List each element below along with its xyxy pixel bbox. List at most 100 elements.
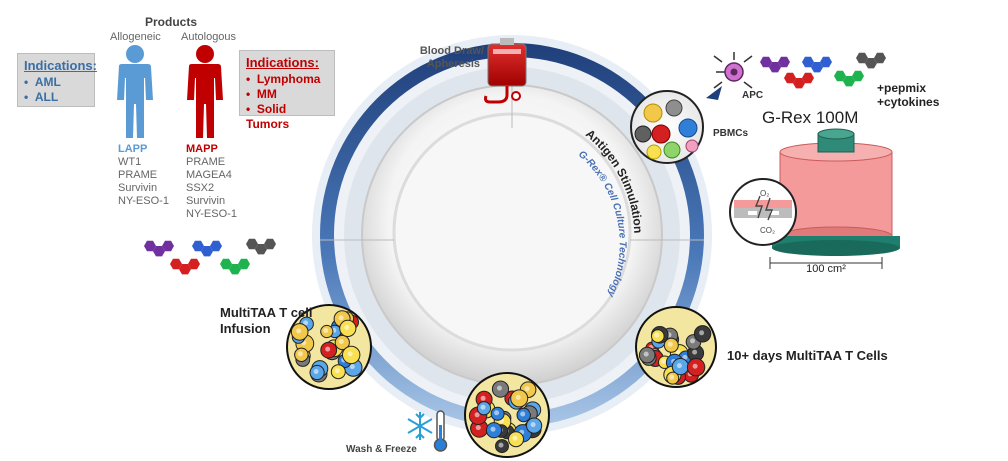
t-cell-nucleus (661, 358, 667, 364)
peptide-hexagon (820, 56, 832, 68)
autologous-label: Autologous (181, 31, 237, 43)
mapp-indication: Solid Tumors (246, 102, 328, 132)
cytokines-label: +cytokines (877, 95, 940, 109)
grex-device (769, 128, 900, 269)
lapp-antigen: PRAME (118, 169, 158, 181)
culture-cycle: Antigen Stimulation G-Rex® Cell Culture … (312, 35, 712, 435)
co2-label: CO₂ (760, 226, 775, 235)
mapp-antigen: MAGEA4 (186, 169, 232, 181)
tcell-bubble-right (635, 306, 717, 388)
t-cell-nucleus (498, 442, 504, 448)
peptide-hexagon (192, 240, 204, 252)
mapp-indication: Lymphoma (246, 72, 328, 87)
peptide-chain-right (760, 52, 886, 89)
peptide-hexagon (811, 62, 823, 73)
t-cell-nucleus (699, 330, 705, 336)
peptide-hexagon (264, 238, 276, 250)
apc-label: APC (742, 90, 763, 101)
lapp-indications-title: Indications: (24, 58, 97, 73)
t-cell-nucleus (676, 363, 682, 369)
peptide-hexagon (188, 258, 200, 270)
peptide-hexagon (210, 240, 222, 252)
t-cell-nucleus (524, 386, 530, 392)
pbmcs-label: PBMCs (713, 128, 748, 139)
t-cell-nucleus (669, 374, 675, 380)
peptide-hexagon (144, 240, 156, 252)
lapp-antigen: Survivin (118, 182, 158, 194)
t-cell-nucleus (334, 368, 340, 374)
o2-label: O₂ (760, 189, 769, 198)
mapp-indication: MM (246, 87, 328, 102)
t-cell-nucleus (497, 385, 502, 391)
peptide-hexagon (179, 264, 191, 275)
peptide-chain-left (144, 238, 276, 275)
peptide-hexagon (220, 258, 232, 270)
gas-exchange-inset (729, 178, 797, 246)
snowflake-icon (407, 412, 433, 440)
grex-dimension-label: 100 cm² (806, 263, 846, 275)
peptide-hexagon (229, 264, 241, 275)
mapp-antigen: NY-ESO-1 (186, 208, 237, 220)
lapp-indication: ALL (24, 90, 88, 105)
pepmix-label: +pepmix (877, 81, 926, 95)
apheresis-label: Apheresis (427, 58, 480, 70)
allogeneic-person-icon (117, 45, 153, 138)
peptide-hexagon (784, 72, 796, 84)
t-cell-nucleus (520, 411, 526, 417)
mapp-antigen: SSX2 (186, 182, 215, 194)
t-cell-nucleus (347, 351, 353, 357)
t-cell-nucleus (474, 412, 480, 418)
peptide-hexagon (843, 76, 855, 87)
peptide-hexagon (162, 240, 174, 252)
pbmcs-bubble (630, 90, 704, 164)
grex-title: G-Rex 100M (762, 108, 858, 127)
t-cell-nucleus (296, 328, 302, 334)
peptide-hexagon (856, 52, 868, 64)
thermometer-icon (433, 410, 448, 452)
infusion-label-line1: MultiTAA T cell (220, 305, 312, 320)
mapp-antigen: Survivin (186, 195, 226, 207)
wash-freeze-label: Wash & Freeze (346, 444, 417, 455)
t-cell-nucleus (692, 363, 698, 369)
t-cell-nucleus (338, 339, 344, 344)
t-cell-nucleus (530, 422, 536, 428)
lapp-antigen: WT1 (118, 156, 142, 168)
peptide-hexagon (170, 258, 182, 270)
lapp-antigen: NY-ESO-1 (118, 195, 169, 207)
peptide-hexagon (255, 244, 267, 255)
peptide-hexagon (802, 56, 814, 68)
mapp-name: MAPP (186, 143, 218, 155)
t-cell-nucleus (349, 364, 355, 370)
peptide-hexagon (865, 58, 877, 69)
t-cell-nucleus (667, 341, 673, 347)
peptide-hexagon (852, 70, 864, 82)
t-cell-nucleus (480, 395, 486, 401)
t-cell-nucleus (313, 369, 319, 374)
t-cell-nucleus (490, 426, 496, 432)
tcell-bubble-left (286, 304, 372, 390)
t-cell-nucleus (338, 315, 344, 321)
t-cell-nucleus (475, 425, 481, 431)
t-cell-nucleus (643, 351, 649, 357)
pbmcs-pointer (706, 86, 722, 100)
t-cell-nucleus (344, 324, 350, 330)
peptide-hexagon (802, 72, 814, 84)
allogeneic-label: Allogeneic (110, 31, 161, 43)
peptide-hexagon (874, 52, 886, 64)
t-cell-nucleus (692, 349, 698, 355)
peptide-hexagon (153, 246, 165, 257)
peptide-hexagon (834, 70, 846, 82)
blood-bag-icon (484, 38, 527, 104)
peptide-hexagon (201, 246, 213, 257)
peptide-hexagon (793, 78, 805, 89)
mapp-antigen-list: PRAME MAGEA4 SSX2 Survivin NY-ESO-1 (186, 156, 237, 221)
tcell-bubble-bottom (464, 372, 550, 458)
blood-draw-label: Blood Draw/ (420, 45, 484, 57)
t-cell-nucleus (325, 346, 331, 352)
t-cell-nucleus (480, 404, 486, 410)
t-cell-nucleus (494, 410, 500, 416)
t-cell-nucleus (297, 351, 303, 357)
t-cell-nucleus (512, 435, 518, 441)
peptide-hexagon (769, 62, 781, 73)
